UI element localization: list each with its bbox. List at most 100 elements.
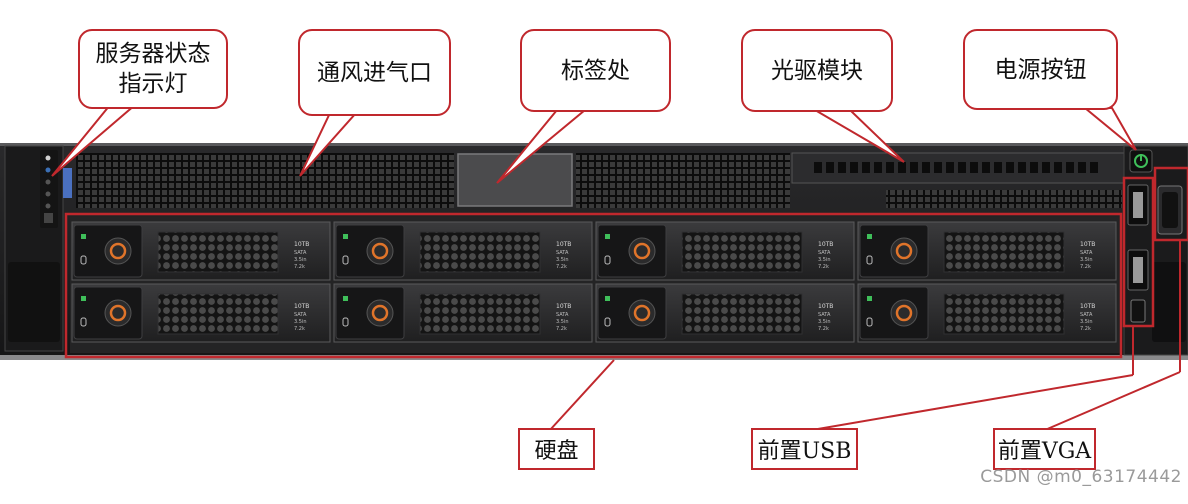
drive-activity-led [343, 234, 348, 239]
right-ear-latch [1152, 262, 1186, 342]
drive-status-led [80, 317, 87, 327]
air-vent-callout: 通风进气口 [298, 29, 451, 116]
drive-release-button[interactable] [104, 237, 132, 265]
power-button[interactable] [1129, 149, 1153, 173]
drive-form-label: 3.5in [294, 319, 307, 325]
drive-front-mesh [157, 231, 279, 273]
front-usb-ports[interactable] [1127, 184, 1149, 323]
hard-drive-array: 10TBSATA3.5in7.2k10TBSATA3.5in7.2k10TBSA… [71, 221, 1117, 343]
drive-speed-label: 7.2k [1080, 326, 1091, 332]
optical-vent-slot [1006, 162, 1014, 173]
drive-status-led [866, 255, 873, 265]
drive-activity-led [605, 234, 610, 239]
drive-capacity-label: 10TB [556, 241, 571, 248]
optical-vent-slot [826, 162, 834, 173]
optical-vent-slot [1054, 162, 1062, 173]
drive-release-button[interactable] [366, 237, 394, 265]
status-led-strip [40, 150, 58, 228]
front-usb-label: 前置USB [751, 428, 858, 470]
drive-interface-label: SATA [556, 312, 569, 318]
drive-speed-label: 7.2k [294, 264, 305, 270]
drive-release-button[interactable] [104, 299, 132, 327]
drive-form-label: 3.5in [818, 257, 831, 263]
optical-vent-slot [982, 162, 990, 173]
optical-vent-slot [934, 162, 942, 173]
drive-status-led [604, 317, 611, 327]
usb-highlight-box [1122, 176, 1155, 328]
drive-status-led [604, 255, 611, 265]
optical-vent-slot [874, 162, 882, 173]
power-button-callout: 电源按钮 [963, 29, 1118, 110]
optical-vent-slot [1078, 162, 1086, 173]
drive-capacity-label: 10TB [818, 241, 833, 248]
drive-interface-label: SATA [294, 312, 307, 318]
optical-vent-slot [958, 162, 966, 173]
drive-capacity-label: 10TB [294, 303, 309, 310]
drive-speed-label: 7.2k [294, 326, 305, 332]
drive-release-button[interactable] [628, 299, 656, 327]
air-vent-right [886, 190, 1122, 208]
drive-form-label: 3.5in [818, 319, 831, 325]
left-ear-latch [8, 262, 60, 342]
optical-vent-slot [970, 162, 978, 173]
drive-speed-label: 7.2k [818, 264, 829, 270]
optical-drive-module [791, 152, 1125, 184]
drive-release-button[interactable] [366, 299, 394, 327]
drive-capacity-label: 10TB [1080, 303, 1095, 310]
air-vent-left [76, 153, 454, 208]
optical-vent-slot [1042, 162, 1050, 173]
drive-capacity-label: 10TB [818, 303, 833, 310]
vga-highlight-box [1153, 166, 1188, 242]
optical-vent-slot [1090, 162, 1098, 173]
drive-release-button[interactable] [628, 237, 656, 265]
drive-front-mesh [419, 231, 541, 273]
drive-form-label: 3.5in [1080, 319, 1093, 325]
drive-activity-led [81, 296, 86, 301]
optical-vent-slot [994, 162, 1002, 173]
optical-vent-slot [886, 162, 894, 173]
tag-callout: 标签处 [520, 29, 671, 112]
optical-vent-slot [838, 162, 846, 173]
drive-speed-label: 7.2k [556, 264, 567, 270]
optical-drive-callout: 光驱模块 [741, 29, 893, 112]
front-vga-port[interactable] [1157, 185, 1183, 235]
drive-form-label: 3.5in [556, 319, 569, 325]
status-led-callout: 服务器状态 指示灯 [78, 29, 228, 109]
air-vent-middle [576, 153, 790, 208]
optical-vent-slot [910, 162, 918, 173]
drive-capacity-label: 10TB [556, 303, 571, 310]
drive-release-button[interactable] [890, 299, 918, 327]
drive-capacity-label: 10TB [1080, 241, 1095, 248]
optical-vent-slot [946, 162, 954, 173]
drive-front-mesh [681, 293, 803, 335]
drive-form-label: 3.5in [1080, 257, 1093, 263]
drive-front-mesh [943, 293, 1065, 335]
drive-speed-label: 7.2k [1080, 264, 1091, 270]
drive-activity-led [343, 296, 348, 301]
drive-interface-label: SATA [818, 312, 831, 318]
optical-vent-slot [862, 162, 870, 173]
drive-front-mesh [157, 293, 279, 335]
drive-activity-led [605, 296, 610, 301]
drive-release-button[interactable] [890, 237, 918, 265]
drive-interface-label: SATA [1080, 250, 1093, 256]
optical-vent-slot [1018, 162, 1026, 173]
optical-vent-slot [1030, 162, 1038, 173]
optical-vent-slot [898, 162, 906, 173]
drive-activity-led [867, 234, 872, 239]
drive-interface-label: SATA [1080, 312, 1093, 318]
drive-activity-led [867, 296, 872, 301]
drive-interface-label: SATA [294, 250, 307, 256]
drive-front-mesh [419, 293, 541, 335]
drive-status-led [866, 317, 873, 327]
callout-pointers [51, 104, 1181, 431]
